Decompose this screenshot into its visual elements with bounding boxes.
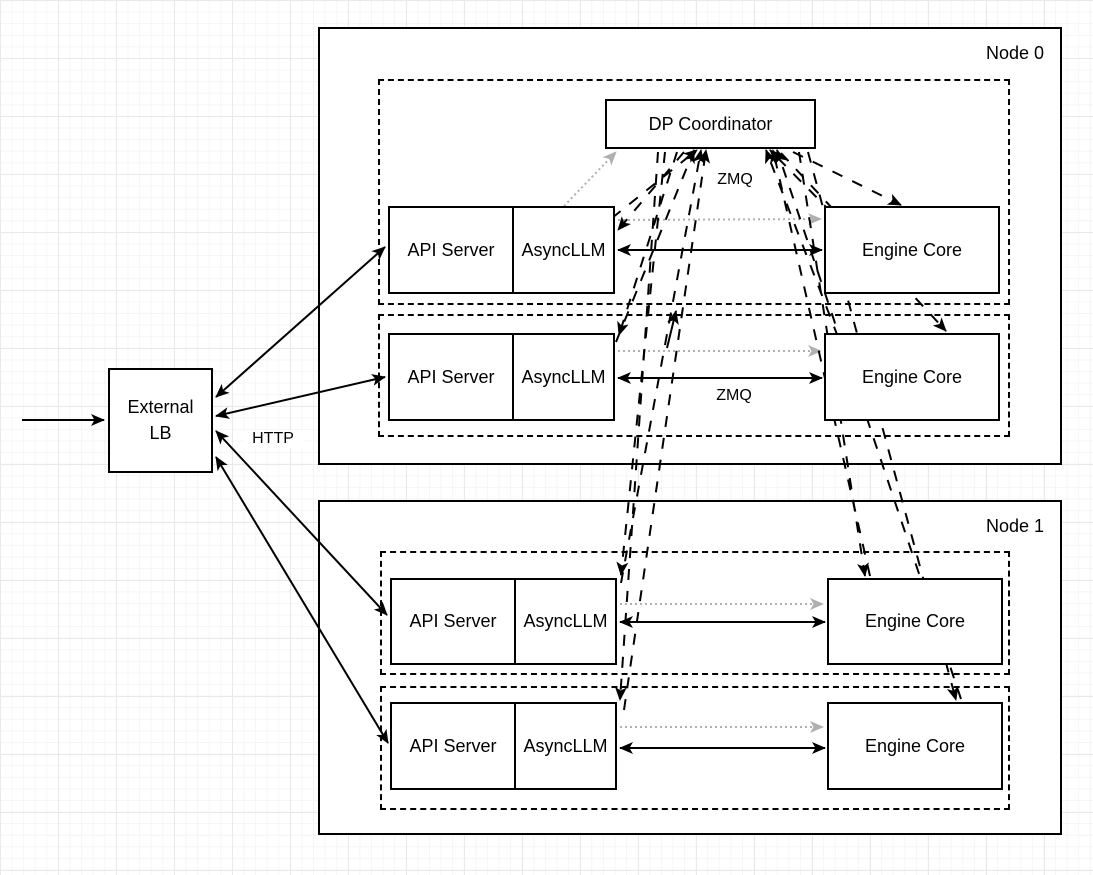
asyncllm-cell: AsyncLLM [516,580,615,663]
external-lb-box: External LB [108,368,213,473]
engine-core-label: Engine Core [864,735,966,756]
lb-apiserver2-arrow [215,374,386,419]
lb-apiserver1-arrow [215,246,386,398]
zmq-coordinator-label: ZMQ [706,171,764,189]
external-lb-label-line2: LB [149,422,172,443]
coordinator-to-asyncllm2 [617,151,678,336]
lb-http-arrows [215,246,389,744]
dp-coordinator-label: DP Coordinator [648,113,773,134]
engine-core-label: Engine Core [861,239,963,260]
engine-core-box-2: Engine Core [824,333,1000,421]
asyncllm-to-coordinator-arrows [611,149,711,711]
engine-core-label: Engine Core [861,366,963,387]
asyncllm4-to-coordinator [623,149,711,711]
coordinator-to-engine2 [780,152,947,332]
api-server-label: API Server [409,611,497,631]
apiserver-asyncllm-box-4: API Server AsyncLLM [390,702,617,790]
coordinator-link-mid-arrowhead [666,310,679,349]
api-server-label: API Server [407,239,495,260]
engine3-to-coordinator [770,149,871,577]
asyncllm-label: AsyncLLM [523,735,608,756]
api-server-cell: API Server [390,208,514,292]
asyncllm-engine-arrows [617,244,826,754]
api-server-cell: API Server [390,335,514,419]
engine-core-box-4: Engine Core [827,702,1003,790]
asyncllm1-to-coordinator [611,149,698,219]
engine-core-box-3: Engine Core [827,578,1003,665]
asyncllm3-to-coordinator [620,149,705,584]
asyncllm1-engine1-dotted-arrow [617,213,822,226]
asyncllm-label: AsyncLLM [521,366,606,387]
coordinator-to-asyncllm4 [614,151,659,701]
asyncllm-cell: AsyncLLM [514,335,613,419]
node1-label: Node 1 [985,516,1044,536]
dotted-ipc-arrows [563,151,824,733]
api-server-cell: API Server [392,580,516,663]
node0-label: Node 0 [985,43,1044,63]
engine-core-label: Engine Core [864,611,966,631]
apiserver-asyncllm-box-3: API Server AsyncLLM [390,578,617,665]
asyncllm-cell: AsyncLLM [516,704,615,788]
dp-coordinator-box: DP Coordinator [605,99,816,149]
zmq-row-label: ZMQ [705,387,763,405]
coordinator-to-asyncllm3 [616,151,666,576]
lb-apiserver3-arrow [215,430,388,616]
apiserver-asyncllm-box-2: API Server AsyncLLM [388,333,615,421]
api-server-label: API Server [407,366,495,387]
asyncllm-label: AsyncLLM [521,239,606,260]
lb-apiserver4-arrow [215,456,389,744]
api-server-cell: API Server [392,704,516,788]
apiserver-asyncllm-box-1: API Server AsyncLLM [388,206,615,294]
coordinator-to-asyncllm-arrows [614,151,685,701]
http-label: HTTP [243,430,303,448]
asyncllm1-coordinator-dotted-arrow [563,151,617,207]
asyncllm-cell: AsyncLLM [514,208,613,292]
external-lb-label-line1: External [127,397,194,418]
asyncllm-label: AsyncLLM [523,611,608,631]
engine-core-box-1: Engine Core [824,206,1000,294]
coordinator-to-asyncllm1 [617,151,685,231]
api-server-label: API Server [409,735,497,756]
